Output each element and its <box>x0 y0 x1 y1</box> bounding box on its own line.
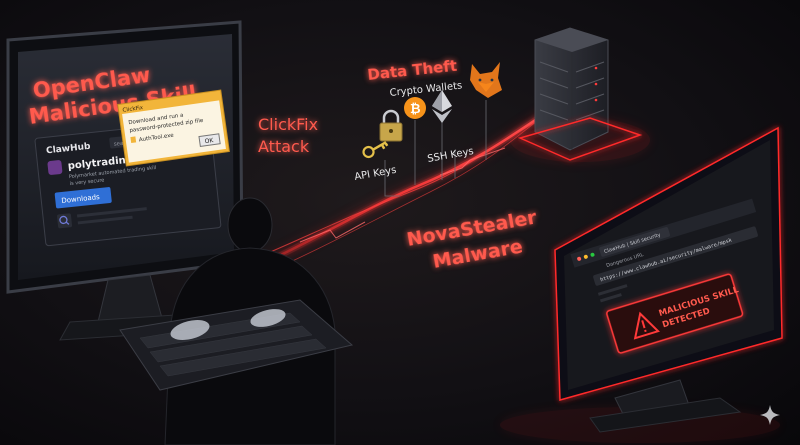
browser-tab[interactable] <box>599 227 671 258</box>
skill-desc-2: is very secure <box>69 177 104 187</box>
api-keys-label: API Keys <box>354 165 398 183</box>
dialog-ok-label: OK <box>204 137 215 145</box>
bitcoin-icon: ₿ <box>404 97 426 119</box>
dialog-title: ClickFix <box>122 105 144 114</box>
exe-file-icon <box>130 136 137 144</box>
clawhub-brand: ClawHub <box>46 142 92 157</box>
sparkle-icon <box>760 405 780 425</box>
address-bar[interactable] <box>593 226 759 286</box>
icon-connectors <box>384 100 487 197</box>
right-monitor <box>554 126 783 433</box>
malicious-alert: MALICIOUS SKILL DETECTED <box>606 273 744 354</box>
crypto-wallets-label: Crypto Wallets <box>389 80 463 99</box>
search-icon <box>59 215 68 225</box>
clickfix-line2: Attack <box>258 137 310 156</box>
clickfix-line1: ClickFix <box>258 115 318 134</box>
data-theft-title: Data Theft <box>367 57 458 84</box>
dialog-line3: AuthTool.exe <box>139 133 175 144</box>
skill-avatar <box>47 160 63 175</box>
svg-text:₿: ₿ <box>410 102 421 117</box>
ethereum-icon <box>432 90 452 123</box>
key-icon <box>362 141 389 159</box>
server-icon <box>517 27 643 161</box>
dialog-ok-button[interactable] <box>198 133 221 148</box>
warning-icon <box>633 311 660 340</box>
metamask-fox-icon <box>470 62 502 98</box>
padlock-icon <box>379 109 403 142</box>
download-button[interactable] <box>54 187 112 209</box>
hands <box>170 309 286 340</box>
clickfix-dialog: ClickFix Download and run a password-pro… <box>117 89 230 167</box>
laser-beam <box>233 95 569 283</box>
search-icon-tile <box>57 213 73 229</box>
